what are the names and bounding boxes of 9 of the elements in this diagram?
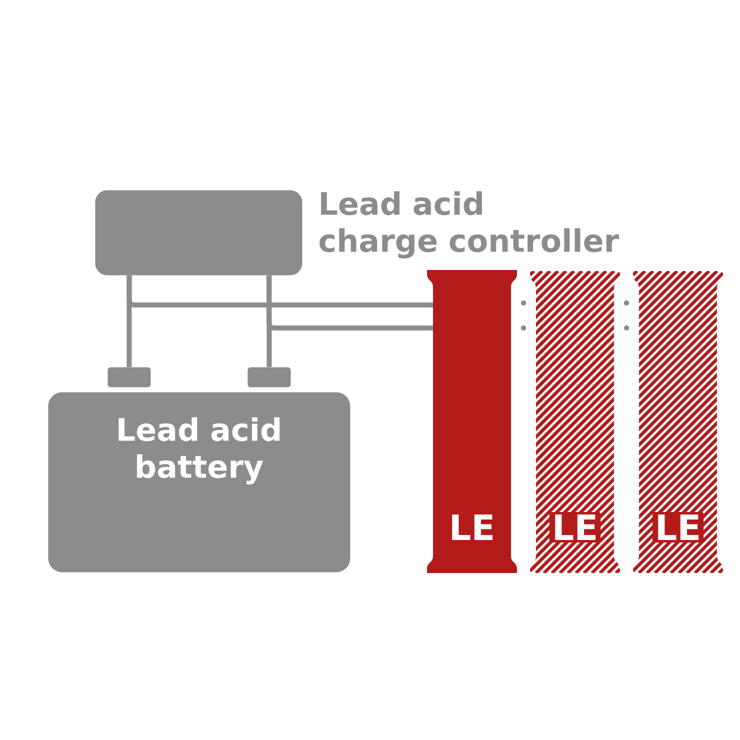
battery-module: LE: [633, 271, 723, 573]
battery-terminal: [108, 367, 151, 388]
box-label: Lead acid charge controller: [320, 191, 620, 258]
battery-terminal: [248, 367, 291, 388]
battery-box: Lead acid battery: [48, 392, 350, 572]
battery-module: LE: [427, 270, 517, 573]
battery-module: LE: [530, 271, 620, 573]
wire: [126, 275, 433, 308]
wire: [266, 275, 433, 330]
